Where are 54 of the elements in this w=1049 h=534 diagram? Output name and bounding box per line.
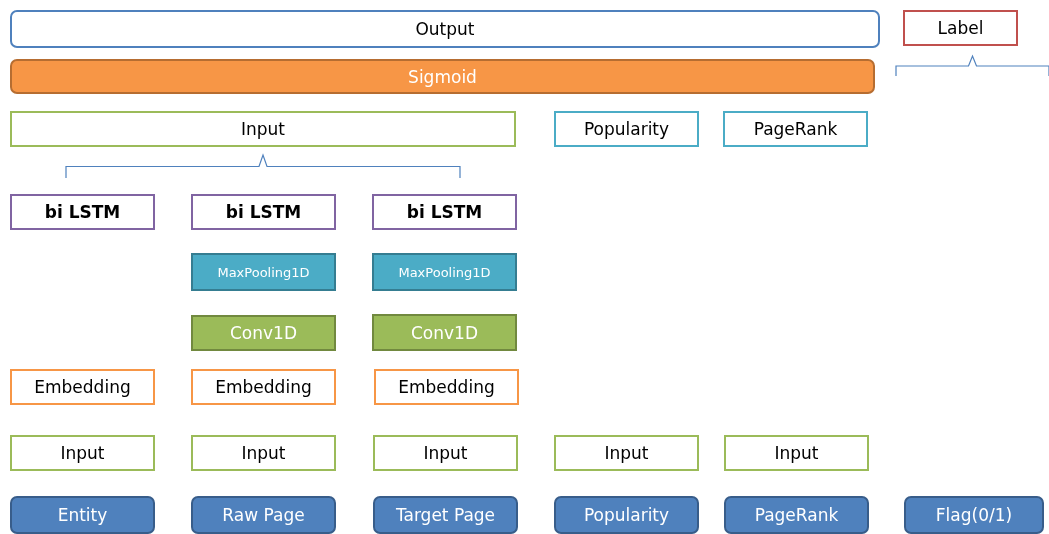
layer-name: Input — [604, 443, 649, 463]
data-source-box — [904, 496, 1044, 534]
layer-name: bi LSTM — [44, 202, 121, 222]
input-layer — [10, 111, 516, 147]
data-source-box — [724, 496, 869, 534]
embedding-layer — [191, 369, 336, 405]
layer-name: Embedding — [34, 377, 131, 397]
data-source-box — [373, 496, 518, 534]
layer-name: PageRank — [754, 505, 839, 525]
pooling-layer — [191, 253, 336, 291]
layer-name: Input — [241, 119, 285, 139]
conv-layer — [191, 315, 336, 351]
layer-name: Label — [937, 18, 984, 38]
layer-name: Popularity — [583, 119, 670, 139]
pooling-layer — [372, 253, 517, 291]
layer-name: bi LSTM — [406, 202, 483, 222]
conv-layer — [372, 314, 517, 351]
data-source-box — [554, 496, 699, 534]
sigmoid-layer — [10, 59, 875, 94]
layer-name: Raw Page — [222, 505, 305, 525]
embedding-layer — [374, 369, 519, 405]
feature-box — [554, 111, 699, 147]
layer-name: Conv1D — [230, 323, 297, 343]
layer-name: PageRank — [753, 119, 838, 139]
layer-name: Flag(0/1) — [935, 505, 1013, 525]
layer-name: Input — [60, 443, 105, 463]
input-layer — [373, 435, 518, 471]
layer-name: Target Page — [395, 505, 496, 525]
layer-name: Embedding — [398, 377, 495, 397]
data-source-box — [191, 496, 336, 534]
layer-name: MaxPooling1D — [398, 264, 491, 280]
layer-name: bi LSTM — [225, 202, 302, 222]
lstm-layer — [10, 194, 155, 230]
layer-name: Input — [774, 443, 819, 463]
feature-box — [723, 111, 868, 147]
layer-name: Input — [241, 443, 286, 463]
layer-name: MaxPooling1D — [217, 264, 310, 280]
label-box — [903, 10, 1018, 46]
input-layer — [724, 435, 869, 471]
layer-name: Embedding — [215, 377, 312, 397]
lstm-layer — [372, 194, 517, 230]
layer-name: Popularity — [583, 505, 670, 525]
lstm-layer — [191, 194, 336, 230]
layer-name: Entity — [57, 505, 108, 525]
layer-name: Output — [415, 19, 475, 39]
data-source-box — [10, 496, 155, 534]
layer-name: Input — [423, 443, 468, 463]
layer-name: Sigmoid — [408, 66, 477, 87]
embedding-layer — [10, 369, 155, 405]
input-layer — [10, 435, 155, 471]
output-layer — [10, 10, 880, 48]
input-layer — [554, 435, 699, 471]
layer-name: Conv1D — [411, 322, 478, 343]
input-layer — [191, 435, 336, 471]
